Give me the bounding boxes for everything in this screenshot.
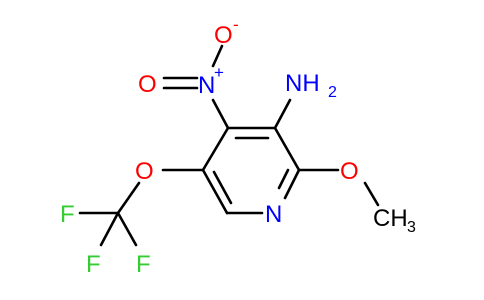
fluorine-bottom-right-label: F <box>136 251 151 278</box>
amino-label: NH <box>285 70 320 97</box>
bond-ether-o-cf3 <box>116 181 141 215</box>
nitro-nitrogen-label: N <box>198 72 215 99</box>
fluorine-top-label: F <box>60 201 75 228</box>
amino-subscript: 2 <box>328 84 337 101</box>
fluorine-bottom-left-label: F <box>86 251 101 278</box>
methyl-label: CH <box>373 205 408 232</box>
bond-c3-c2 <box>273 126 301 172</box>
bond-c3-amino <box>273 98 292 130</box>
nitro-minus-charge: - <box>233 15 239 34</box>
ring-nitrogen-label: N <box>265 201 282 228</box>
nitro-oxygen-top-label: O <box>214 22 233 49</box>
bond-c2-n1 <box>283 168 301 200</box>
bond-lines <box>78 44 380 247</box>
bond-nitro-o-top <box>211 44 224 68</box>
nitro-oxygen-left-label: O <box>138 71 157 98</box>
bond-c2-n1-inner <box>277 168 290 190</box>
bond-c6-c5-inner <box>212 170 233 205</box>
bond-c4-nitro <box>211 98 230 130</box>
atom-labels: NH 2 N + O - O N O O CH 3 F F F <box>60 15 416 278</box>
bond-cf3-f-bottom-right <box>116 211 138 247</box>
methyl-subscript: 3 <box>407 219 416 236</box>
bond-c6-c5 <box>201 168 229 215</box>
bond-c5-c4 <box>201 126 230 172</box>
trifluoromethoxy-oxygen-label: O <box>135 158 154 185</box>
bond-methoxy-o-methyl <box>363 181 380 207</box>
bond-cf3-f-bottom-left <box>99 211 120 247</box>
nitro-plus-charge: + <box>214 63 224 82</box>
methoxy-oxygen-label: O <box>340 158 359 185</box>
